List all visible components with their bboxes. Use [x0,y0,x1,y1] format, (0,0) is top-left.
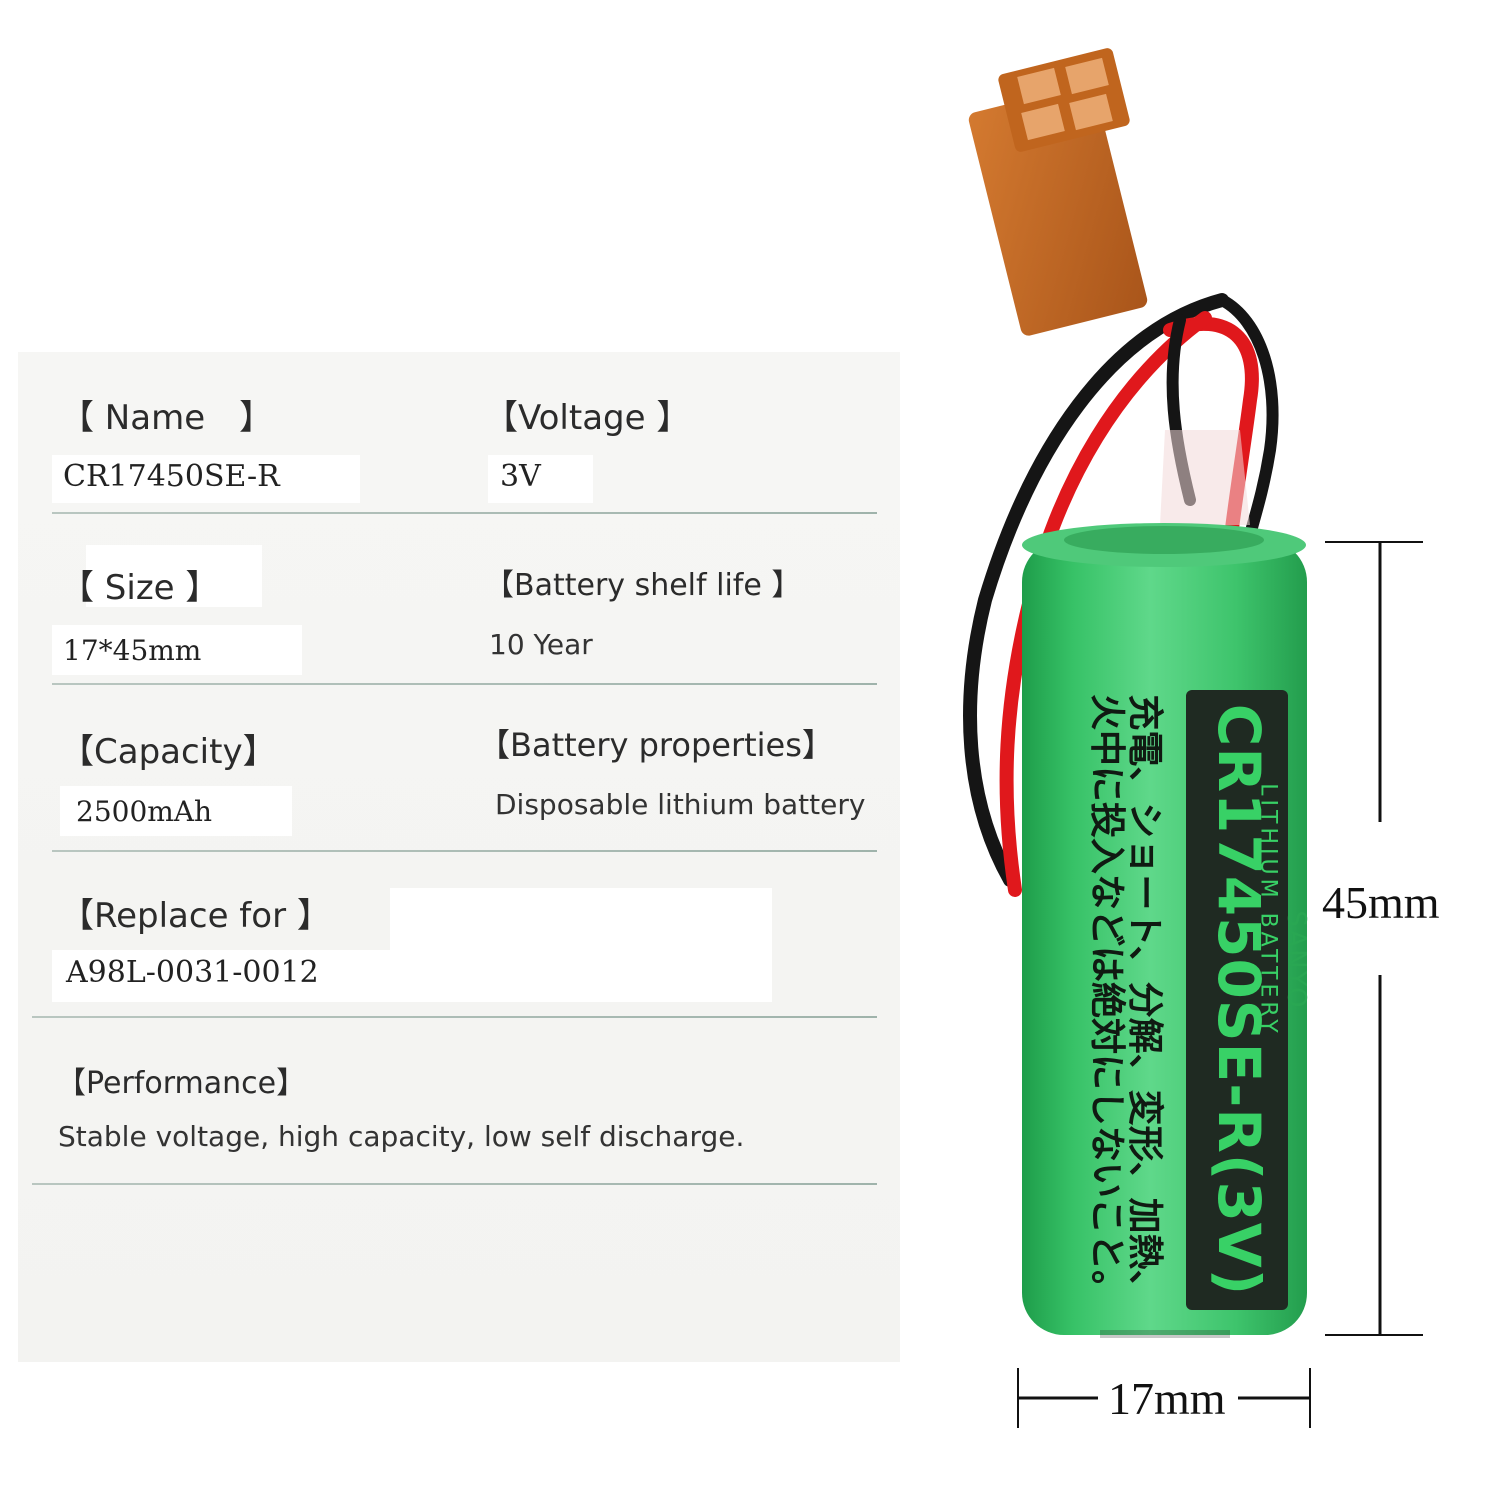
row-divider [32,1183,877,1185]
row-divider [52,512,877,514]
shelf-life-value: 10 Year [489,628,593,661]
height-dimension-label: 45mm [1322,876,1440,929]
capacity-label: 【Capacity】 [60,732,277,772]
capacity-value: 2500mAh [76,795,213,828]
shelf-life-label: 【Battery shelf life 】 [484,568,802,603]
size-value: 17*45mm [63,634,202,667]
performance-label: 【Performance】 [56,1066,307,1101]
replace-label: 【Replace for 】 [60,896,331,936]
value-background [52,455,360,503]
value-background [52,950,772,1002]
row-divider [32,1016,877,1018]
width-dimension-label: 17mm [1108,1372,1226,1425]
label-background [86,545,262,607]
value-background [52,625,302,675]
properties-value: Disposable lithium battery [495,788,866,821]
value-background [60,786,292,836]
row-divider [52,683,877,685]
spec-panel [18,352,900,1362]
voltage-value: 3V [500,459,541,494]
properties-label: 【Battery properties】 [478,726,834,764]
size-label: 【 Size 】 [60,568,220,608]
value-background [488,455,593,503]
row-divider [52,850,877,852]
voltage-label: 【Voltage 】 [484,398,691,438]
replace-value: A98L-0031-0012 [66,955,319,990]
name-label: 【 Name 】 [60,398,274,438]
name-value: CR17450SE-R [63,459,280,494]
performance-value: Stable voltage, high capacity, low self … [58,1120,745,1153]
